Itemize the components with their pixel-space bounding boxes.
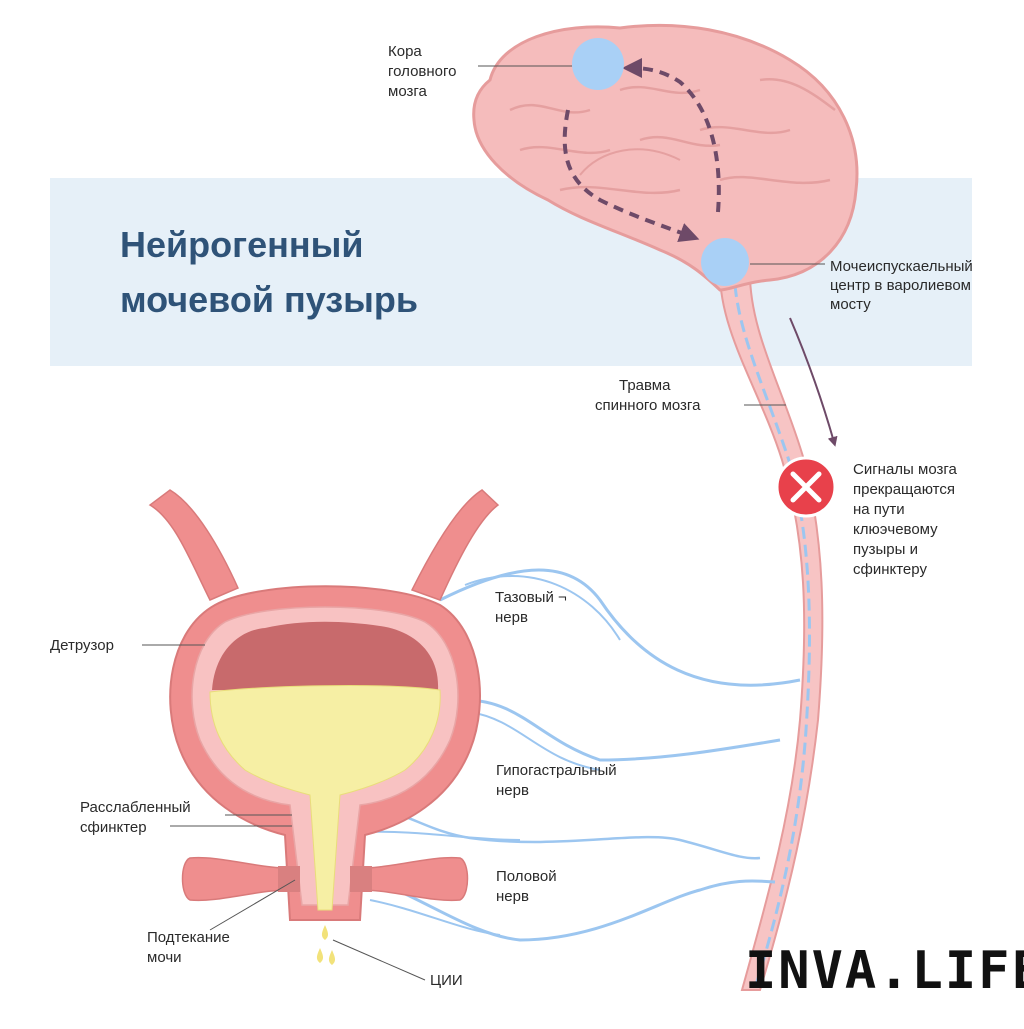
pudendal-label-1: Половой xyxy=(496,868,557,885)
signals-label-2: прекращаются xyxy=(853,481,955,498)
pudendal-nerve-line xyxy=(369,878,776,942)
pons-node xyxy=(701,238,749,286)
signals-label-3: на пути xyxy=(853,501,905,518)
pons-label-1: Мочеиспускаельный xyxy=(830,258,973,275)
dashed-arrow-icon xyxy=(622,58,721,213)
title-line-2: мочевой пузырь xyxy=(120,279,418,320)
pelvic-label-1: Тазовый ¬ xyxy=(495,589,567,606)
signals-label-1: Сигналы мозга xyxy=(853,461,958,478)
signals-label-4: клюэчевому xyxy=(853,521,938,538)
leakage-label-1: Подтекание xyxy=(147,929,230,946)
pons-label-3: мосту xyxy=(830,296,871,313)
cortex-label-3: мозга xyxy=(388,83,428,100)
pelvic-nerve-line xyxy=(439,568,801,687)
signals-label-6: сфинктеру xyxy=(853,561,927,578)
cii-label: ЦИИ xyxy=(430,972,463,989)
pelvic-label-2: нерв xyxy=(495,609,528,626)
hypogastric-label-2: нерв xyxy=(496,782,529,799)
nerve-lines xyxy=(359,568,801,942)
brand-logo: INVA.LIFE xyxy=(745,941,1024,1001)
bladder xyxy=(148,489,500,921)
hypogastric-label-1: Гипогастральный xyxy=(496,762,617,779)
sphincter-label-1: Расслабленный xyxy=(80,799,191,816)
cortex-label-2: головного xyxy=(388,63,457,80)
sphincter-label-2: сфинктер xyxy=(80,819,147,836)
leakage-label-2: мочи xyxy=(147,949,182,966)
pons-label-2: центр в варолиевом xyxy=(830,277,971,294)
pudendal-label-2: нерв xyxy=(496,888,529,905)
injury-label-1: Травма xyxy=(619,377,671,394)
urine-drops xyxy=(316,925,336,965)
signal-arrows xyxy=(562,58,838,447)
dashed-arrow-icon xyxy=(562,109,700,242)
signals-label-5: пузыры и xyxy=(853,541,918,558)
title-line-1: Нейрогенный xyxy=(120,224,364,265)
detrusor-label: Детрузор xyxy=(50,637,114,654)
hypogastric-nerve-line xyxy=(464,698,781,762)
brain xyxy=(472,23,859,292)
cortex-label-1: Кора xyxy=(388,43,422,60)
x-circle-icon xyxy=(775,456,837,518)
injury-label-2: спинного мозга xyxy=(595,397,701,414)
cortex-node xyxy=(572,38,624,90)
down-arrow-icon xyxy=(789,317,838,447)
